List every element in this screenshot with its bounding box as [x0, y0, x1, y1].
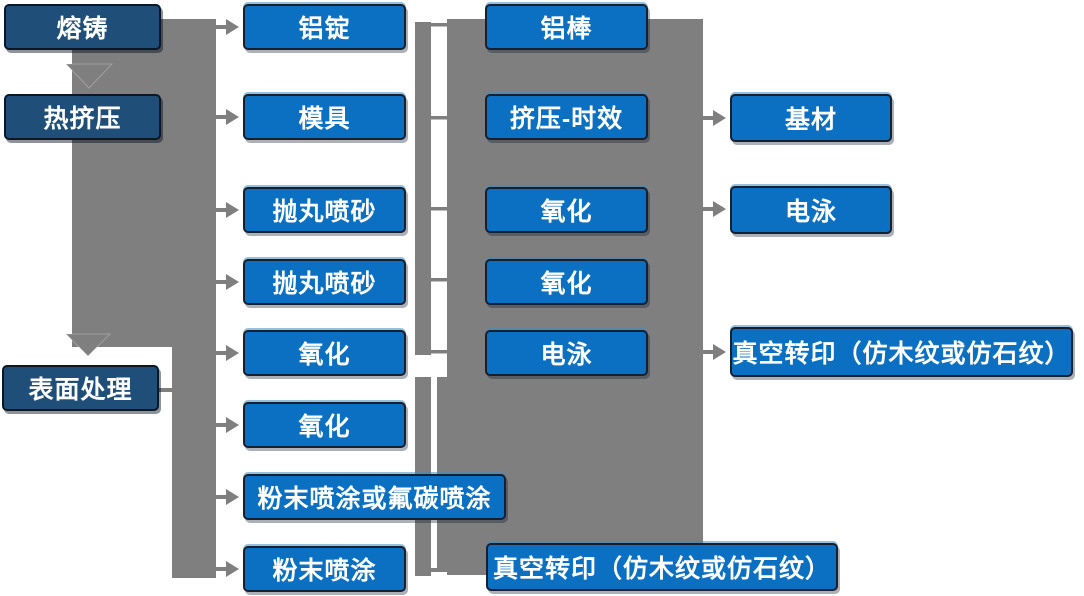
arrow-stem [216, 567, 226, 571]
arrow-right-icon [226, 345, 239, 361]
node-extrusion-aging: 挤压-时效 [485, 94, 648, 140]
arrow-stem [216, 351, 226, 355]
join-tick [431, 207, 448, 211]
arrow-right-icon [713, 344, 726, 360]
node-melting-casting: 熔铸 [4, 4, 161, 50]
join-tick [431, 568, 448, 572]
node-oxidation-4: 氧化 [485, 259, 648, 305]
arrow-right-icon [713, 201, 726, 217]
join-line-upper [415, 22, 431, 355]
join-tick [431, 350, 448, 354]
flow-band-intermediate-stub [447, 543, 491, 575]
join-ticks [431, 23, 448, 354]
arrow-right-icon [226, 109, 239, 125]
arrow-right-icon [226, 489, 239, 505]
surface-treatment-link-line [157, 388, 176, 392]
node-powder-or-fluorocarbon-coating: 粉末喷涂或氟碳喷涂 [243, 474, 506, 520]
flow-arrows [216, 19, 726, 577]
node-vacuum-transfer-print-2: 真空转印（仿木纹或仿石纹） [730, 327, 1073, 377]
arrow-stem [703, 116, 713, 120]
arrow-stem [216, 280, 226, 284]
node-hot-extrusion: 热挤压 [4, 94, 161, 140]
arrow-stem [216, 115, 226, 119]
arrow-right-icon [713, 110, 726, 126]
join-tick [431, 23, 448, 27]
node-oxidation-1: 氧化 [243, 330, 406, 376]
arrow-right-icon [226, 19, 239, 35]
node-aluminum-ingot: 铝锭 [243, 4, 406, 50]
arrow-stem [216, 495, 226, 499]
node-powder-coating: 粉末喷涂 [243, 546, 406, 592]
flow-band-detail-column [172, 300, 216, 578]
arrow-right-icon [226, 417, 239, 433]
arrow-stem [703, 350, 713, 354]
node-electrophoresis-1: 电泳 [485, 330, 648, 376]
node-oxidation-2: 氧化 [243, 402, 406, 448]
arrow-stem [216, 423, 226, 427]
node-mold: 模具 [243, 94, 406, 140]
arrow-stem [216, 208, 226, 212]
arrow-stem [703, 207, 713, 211]
arrow-right-icon [226, 561, 239, 577]
join-tick [431, 116, 448, 120]
node-oxidation-3: 氧化 [485, 187, 648, 233]
node-shot-blasting-1: 抛丸喷砂 [243, 187, 406, 233]
node-electrophoresis-2: 电泳 [730, 186, 892, 234]
arrow-right-icon [226, 202, 239, 218]
arrow-right-icon [226, 274, 239, 290]
node-vacuum-transfer-print-1: 真空转印（仿木纹或仿石纹） [486, 543, 838, 591]
arrow-down-icon [64, 333, 112, 357]
node-base-material: 基材 [730, 94, 892, 142]
node-aluminum-rod: 铝棒 [485, 4, 648, 50]
node-shot-blasting-2: 抛丸喷砂 [243, 259, 406, 305]
join-tick [431, 278, 448, 282]
arrow-stem [216, 25, 226, 29]
arrow-down-icon [64, 63, 114, 89]
node-surface-treatment: 表面处理 [2, 365, 159, 411]
